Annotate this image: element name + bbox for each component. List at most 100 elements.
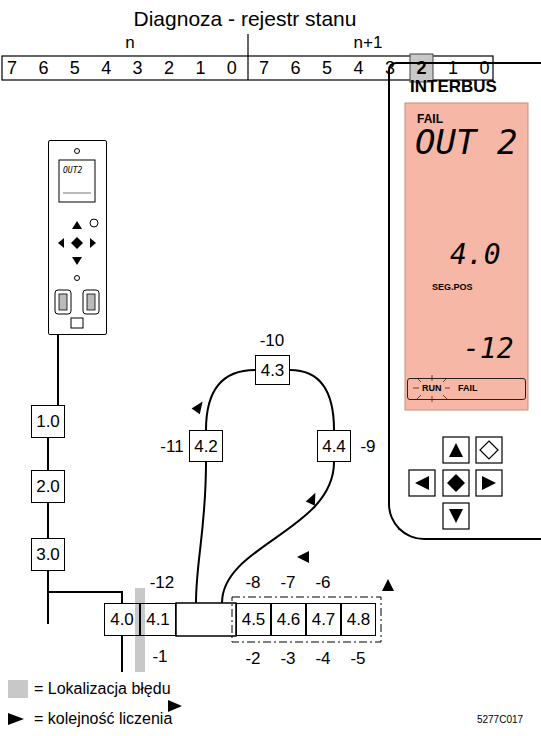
box-label: 4.3 (261, 362, 285, 379)
device-box: 2.0 (31, 470, 65, 503)
register-bit: 4 (101, 59, 111, 77)
device-box: 4.5 (236, 603, 271, 636)
register-bit: 7 (7, 59, 17, 77)
blink-ray (413, 388, 419, 389)
interbus-panel: INTERBUSFAILOUT 24.0SEG.POS-12RUNFAIL (388, 62, 541, 540)
box-label: 2.0 (36, 478, 60, 495)
register-bit: 4 (353, 59, 363, 77)
lcd-segment: 4.0 (450, 241, 501, 269)
bus-connector (47, 438, 49, 470)
byte-label: n (125, 34, 134, 51)
box-label: 4.1 (146, 611, 170, 628)
register-bit: 1 (448, 59, 458, 77)
sub-d-connector-pins (87, 294, 95, 310)
lcd-position: -12 (463, 335, 514, 363)
device-box: 4.0 (104, 603, 140, 636)
blink-ray (417, 395, 421, 399)
bus-cable (47, 592, 49, 624)
count-direction-arrow (297, 551, 309, 563)
device-box: 3.0 (31, 538, 65, 571)
legend-swatch (8, 680, 28, 698)
register-bit: 6 (290, 59, 300, 77)
segment-bracket (232, 597, 381, 642)
mode-key (480, 441, 498, 459)
lcd-screen (405, 103, 528, 410)
register-bit: 3 (133, 59, 143, 77)
key-button (476, 437, 502, 463)
register-bit: 7 (259, 59, 269, 77)
box-label: 4.5 (242, 611, 266, 628)
status-strip: RUNFAIL (407, 378, 526, 400)
bus-connector (206, 370, 255, 430)
count-number: -10 (260, 332, 285, 349)
legend-arrow-sample (8, 713, 24, 725)
count-number: -9 (360, 438, 375, 455)
device-box: 4.6 (271, 603, 306, 636)
blink-ray (445, 388, 450, 389)
byte-label: n+1 (354, 34, 383, 51)
count-number: -7 (280, 574, 295, 591)
device-box: 4.7 (306, 603, 341, 636)
key-button (476, 470, 502, 496)
device-box: 4.4 (317, 430, 351, 462)
key-button (409, 470, 435, 496)
module-display-line (63, 193, 91, 194)
branch-box (176, 603, 236, 636)
lcd-status: FAIL (417, 113, 443, 125)
count-number: -6 (315, 574, 330, 591)
key-button (443, 470, 469, 496)
diagram-title: Diagnoza - rejestr stanu (134, 8, 357, 29)
sub-d-connector-pins (59, 294, 67, 310)
sub-d-connector (55, 290, 71, 314)
lcd-display: FAILOUT 24.0SEG.POS-12RUNFAIL (405, 103, 528, 410)
module-key (71, 237, 83, 249)
count-number: -4 (315, 650, 330, 667)
blink-ray (443, 395, 447, 399)
sub-d-connector (83, 290, 99, 314)
box-label: 4.6 (277, 611, 301, 628)
box-label: 4.7 (312, 611, 336, 628)
figure-code: 5277C017 (477, 715, 523, 725)
register-bit: 0 (227, 59, 237, 77)
count-number: -8 (245, 574, 260, 591)
device-box: 4.3 (255, 355, 290, 385)
module-key (90, 238, 96, 248)
count-direction-arrow (192, 399, 207, 415)
register-bit: 2 (164, 59, 174, 77)
blink-ray (432, 396, 433, 402)
box-label: 3.0 (36, 546, 60, 563)
module-key (90, 219, 98, 227)
status-fail: FAIL (458, 384, 478, 393)
bus-connector (48, 571, 122, 603)
register-bit: 3 (385, 59, 395, 77)
count-number: -12 (150, 574, 175, 591)
lcd-message: OUT 2 (415, 125, 517, 159)
device-box: 4.8 (341, 603, 376, 636)
down-arrow-key (449, 509, 463, 523)
legend-text: = Lokalizacja błędu (34, 681, 171, 697)
ring-branch (196, 462, 206, 603)
count-number: -3 (280, 650, 295, 667)
legend-text: = kolejność liczenia (34, 711, 172, 727)
count-number: -5 (350, 650, 365, 667)
device-box: 4.2 (189, 430, 223, 462)
key-button (443, 437, 469, 463)
module-display-text: OUT2 (63, 167, 82, 175)
register-bit: 5 (322, 59, 332, 77)
bus-connector (47, 503, 49, 538)
module-logo (71, 318, 83, 328)
module-led (75, 276, 80, 281)
register-bit: 0 (479, 59, 489, 77)
count-direction-arrow (382, 579, 394, 591)
bus-cable (121, 636, 123, 672)
module-led (75, 149, 80, 154)
count-number: -1 (152, 648, 167, 665)
register-bit: 6 (38, 59, 48, 77)
module-key (72, 257, 82, 265)
register-bit: 1 (195, 59, 205, 77)
box-label: 4.0 (110, 611, 134, 628)
module-key (72, 221, 82, 229)
box-label: 4.4 (322, 438, 346, 455)
up-arrow-key (449, 443, 463, 457)
